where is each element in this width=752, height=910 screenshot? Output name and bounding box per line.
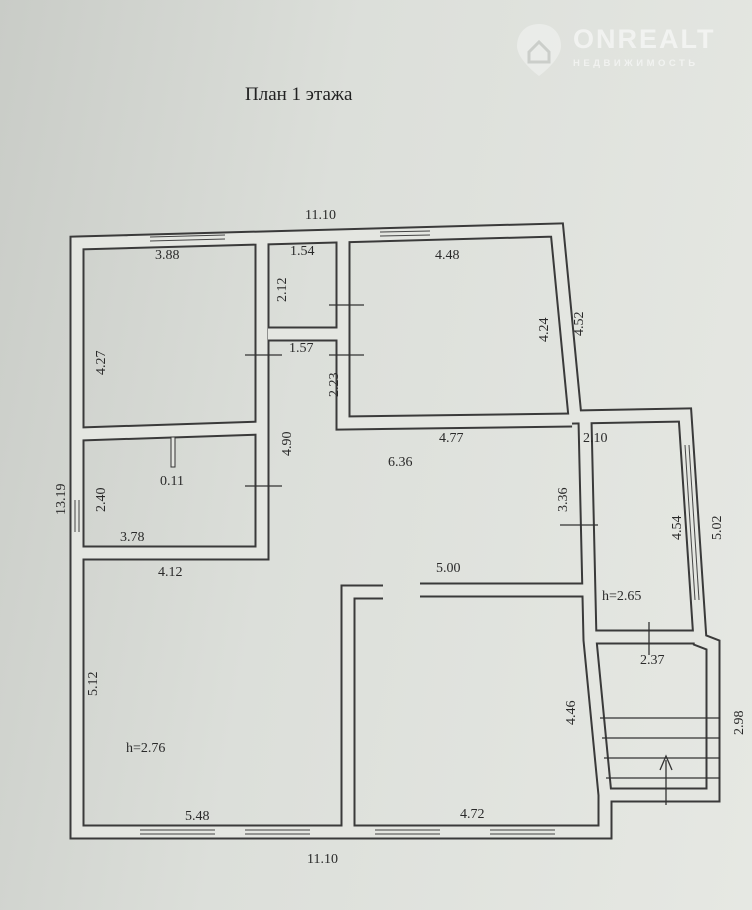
dim-annex-outer-depth: 5.02	[710, 516, 725, 541]
dim-porch-width: 2.37	[640, 653, 665, 668]
dim-partition: 0.11	[160, 474, 184, 489]
window	[375, 829, 440, 835]
dim-ceiling-height: h=2.76	[126, 741, 165, 756]
dim-living-width: 4.77	[439, 431, 464, 446]
door-marks	[170, 304, 650, 655]
dim-wc-depth: 2.12	[275, 278, 290, 303]
window	[684, 444, 700, 601]
dim-room-nw-depth: 4.27	[94, 351, 109, 376]
dim-room-ne-width: 4.48	[435, 248, 460, 263]
dim-room-sw-top: 4.12	[158, 565, 183, 580]
watermark-logo: ONREALT НЕДВИЖИМОСТЬ	[515, 22, 714, 83]
wall-fill	[71, 224, 719, 838]
dim-top-total: 11.10	[305, 208, 336, 223]
dim-bottom-total: 11.10	[307, 852, 338, 867]
dim-east-wall: 4.52	[572, 312, 587, 337]
window	[140, 829, 215, 835]
dim-total-depth: 13.19	[54, 484, 69, 516]
windows	[74, 230, 700, 835]
dim-living-depth: 3.36	[556, 488, 571, 513]
watermark-brand: ONREALT	[573, 24, 716, 54]
dim-partition-wall: 5.00	[436, 561, 461, 576]
dim-bath-width: 3.78	[120, 530, 145, 545]
plan-title: План 1 этажа	[245, 84, 353, 105]
wall-fill	[337, 334, 573, 429]
dim-hall-depth: 2.23	[327, 373, 342, 398]
wall	[69, 222, 721, 840]
wall-fill	[342, 586, 383, 832]
window	[149, 234, 226, 242]
window	[490, 829, 555, 835]
dim-corridor-length: 4.90	[280, 432, 295, 457]
dim-hall-width: 1.57	[289, 341, 314, 356]
window	[245, 829, 310, 835]
window	[379, 230, 431, 237]
dim-annex-height: h=2.65	[602, 589, 641, 604]
house-pin-icon	[517, 24, 561, 76]
stairs	[600, 717, 720, 805]
watermark-subtitle: НЕДВИЖИМОСТЬ	[573, 58, 699, 69]
dim-porch-depth: 2.98	[732, 711, 747, 736]
dim-bath-depth: 2.40	[94, 488, 109, 513]
dim-annex-inner-depth: 4.54	[670, 516, 685, 541]
wall	[335, 334, 573, 431]
dim-room-sw-depth: 5.12	[86, 672, 101, 697]
walls	[69, 222, 721, 840]
window	[74, 500, 80, 532]
wall-fill	[80, 240, 268, 559]
dimension-labels: 11.10 3.88 1.54 4.48 2.12 4.27 1.57 2.23…	[54, 208, 747, 867]
dim-room-ne-depth: 4.24	[537, 318, 552, 343]
partition	[170, 436, 176, 468]
dim-living-label: 6.36	[388, 455, 413, 470]
dim-annex-width: 2.10	[583, 431, 608, 446]
wall-fill	[79, 422, 263, 440]
dim-wc-width: 1.54	[290, 244, 315, 259]
dim-room-se-depth: 4.46	[564, 701, 579, 726]
dim-room-nw-width: 3.88	[155, 248, 180, 263]
dim-room-se-width: 4.72	[460, 807, 485, 822]
dim-room-sw-width: 5.48	[185, 809, 210, 824]
